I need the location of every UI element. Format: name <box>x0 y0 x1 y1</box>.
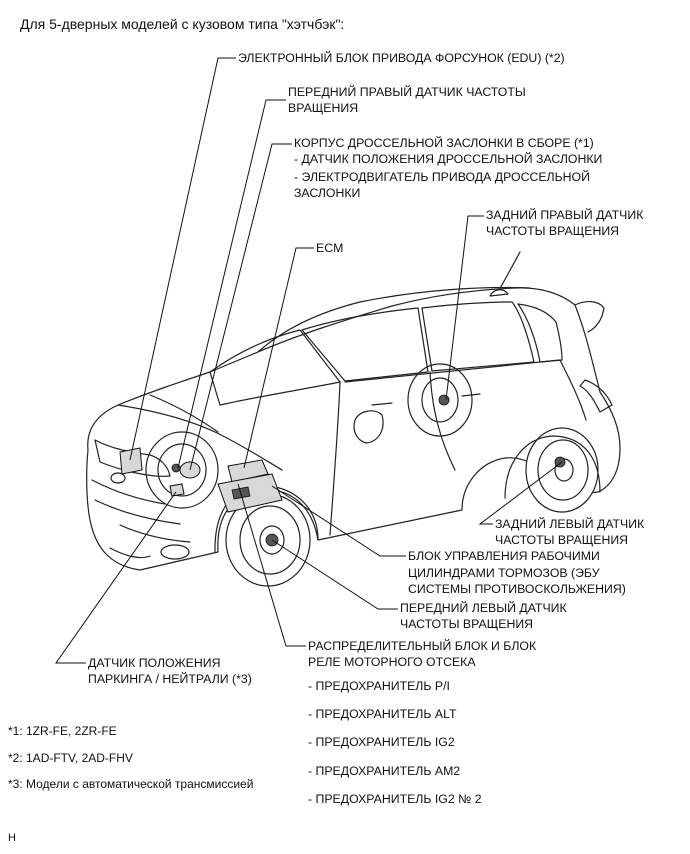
fuse-item: - ПРЕДОХРАНИТЕЛЬ AM2 <box>308 764 461 778</box>
rear-right-sensor <box>438 394 450 406</box>
edu-component <box>119 447 143 475</box>
label-front-right-line1: ПЕРЕДНИЙ ПРАВЫЙ ДАТЧИК ЧАСТОТЫ <box>288 85 526 99</box>
fuse-item: - ПРЕДОХРАНИТЕЛЬ P/I <box>308 679 450 693</box>
label-throttle-line2: - ДАТЧИК ПОЛОЖЕНИЯ ДРОССЕЛЬНОЙ ЗАСЛОНКИ <box>294 152 603 166</box>
label-edu: ЭЛЕКТРОННЫЙ БЛОК ПРИВОДА ФОРСУНОК (EDU) … <box>238 51 565 65</box>
label-rear-right-line2: ЧАСТОТЫ ВРАЩЕНИЯ <box>486 224 620 238</box>
ecm-component <box>227 459 269 483</box>
label-rear-left-line2: ЧАСТОТЫ ВРАЩЕНИЯ <box>495 533 629 547</box>
label-front-right-line2: ВРАЩЕНИЯ <box>288 101 359 115</box>
label-brake-line1: БЛОК УПРАВЛЕНИЯ РАБОЧИМИ <box>408 549 600 563</box>
label-junction-line2: РЕЛЕ МОТОРНОГО ОТСЕКА <box>308 655 476 669</box>
label-throttle-line1: КОРПУС ДРОССЕЛЬНОЙ ЗАСЛОНКИ В СБОРЕ (*1) <box>294 136 594 150</box>
label-front-left-line2: ЧАСТОТЫ ВРАЩЕНИЯ <box>400 617 534 631</box>
corner-mark: H <box>8 832 16 844</box>
components <box>119 394 566 547</box>
label-rear-left-line1: ЗАДНИЙ ЛЕВЫЙ ДАТЧИК <box>495 517 645 531</box>
leader-lines <box>55 57 563 664</box>
footnote-1: *1: 1ZR-FE, 2ZR-FE <box>8 724 117 738</box>
label-throttle-line3: - ЭЛЕКТРОДВИГАТЕЛЬ ПРИВОДА ДРОССЕЛЬНОЙ <box>294 170 590 184</box>
park-sensor-component <box>169 483 185 497</box>
fuse-item: - ПРЕДОХРАНИТЕЛЬ IG2 № 2 <box>308 792 482 806</box>
label-park-line2: ПАРКИНГА / НЕЙТРАЛИ (*3) <box>88 672 252 686</box>
label-junction-line1: РАСПРЕДЕЛИТЕЛЬНЫЙ БЛОК И БЛОК <box>308 639 537 653</box>
label-brake-line2: ЦИЛИНДРАМИ ТОРМОЗОВ (ЭБУ <box>408 566 600 580</box>
rear-left-sensor <box>554 456 566 468</box>
label-rear-right-line1: ЗАДНИЙ ПРАВЫЙ ДАТЧИК <box>486 208 644 222</box>
label-park-line1: ДАТЧИК ПОЛОЖЕНИЯ <box>88 656 221 670</box>
label-throttle-line4: ЗАСЛОНКИ <box>294 186 361 200</box>
label-brake-line3: СИСТЕМЫ ПРОТИВОСКОЛЬЖЕНИЯ) <box>408 582 626 596</box>
fuse-item: - ПРЕДОХРАНИТЕЛЬ ALT <box>308 707 457 721</box>
car-body <box>86 251 621 571</box>
footnote-3: *3: Модели с автоматической трансмиссией <box>8 777 254 791</box>
brake-actuator-component <box>217 473 283 513</box>
page-title: Для 5-дверных моделей с кузовом типа "хэ… <box>20 16 345 32</box>
fuse-item: - ПРЕДОХРАНИТЕЛЬ IG2 <box>308 735 455 749</box>
label-front-left-line1: ПЕРЕДНИЙ ЛЕВЫЙ ДАТЧИК <box>400 601 567 615</box>
label-ecm: ECM <box>316 241 344 255</box>
footnote-2: *2: 1AD-FTV, 2AD-FHV <box>8 751 133 765</box>
